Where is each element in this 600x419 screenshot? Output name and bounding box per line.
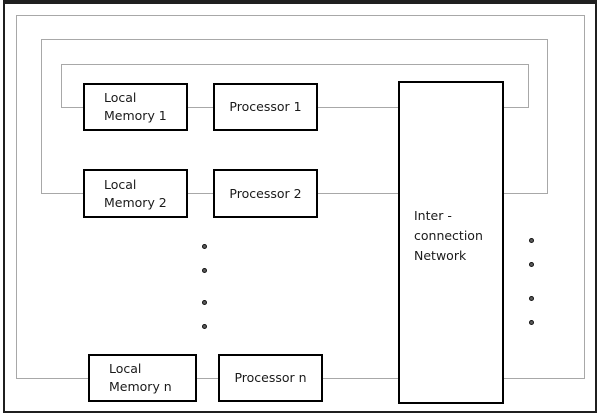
stub-rown-to-memory [16,378,88,379]
local-memory-n-label-line2: Memory n [109,379,172,394]
interconnection-network-box: Inter - connection Network [398,81,504,404]
local-memory-2-label-line1: Local [104,176,137,192]
local-memory-n-label-line1: Local [109,361,142,376]
processor-2-label: Processor 2 [229,185,302,201]
processor-n-label: Processor n [234,370,307,385]
connector-p1-network [318,107,398,108]
connector-lmn-pn [197,378,218,379]
connector-lm2-p2 [188,193,213,194]
ellipsis-dot [529,296,534,301]
ellipsis-dot [529,238,534,243]
interconnection-network-label-line3: Network [414,248,467,263]
ellipsis-dot [202,244,207,249]
ellipsis-dot [529,262,534,267]
feedback-line-row-2 [41,39,548,193]
local-memory-2-box: Local Memory 2 [83,169,188,218]
local-memory-1-label-line1: Local [104,90,137,105]
local-memory-1-box: Local Memory 1 [83,83,188,131]
stub-row2-to-memory [41,193,83,194]
connector-lm1-p1 [188,107,213,108]
stub-row2-to-network [504,193,548,194]
local-memory-n-box: Local Memory n [88,354,197,402]
feedback-line-row-n [16,15,585,378]
ellipsis-dot [202,324,207,329]
processor-1-box: Processor 1 [213,83,318,131]
ellipsis-dot [529,320,534,325]
processor-2-box: Processor 2 [213,169,318,218]
stub-row1-to-memory [61,107,83,108]
feedback-line-row-1 [61,64,529,107]
local-memory-2-label-line2: Memory 2 [104,194,167,210]
connector-pn-network [323,378,398,379]
connector-p2-network [318,193,398,194]
interconnection-network-label-line1: Inter - [414,208,452,223]
processor-1-label: Processor 1 [229,99,302,114]
stub-row1-to-network [504,107,529,108]
ellipsis-dot [202,268,207,273]
interconnection-network-label-line2: connection [414,228,483,243]
processor-n-box: Processor n [218,354,323,402]
local-memory-1-label-line2: Memory 1 [104,108,167,123]
ellipsis-dot [202,300,207,305]
diagram-frame [3,0,597,413]
stub-rown-to-network [504,378,585,379]
